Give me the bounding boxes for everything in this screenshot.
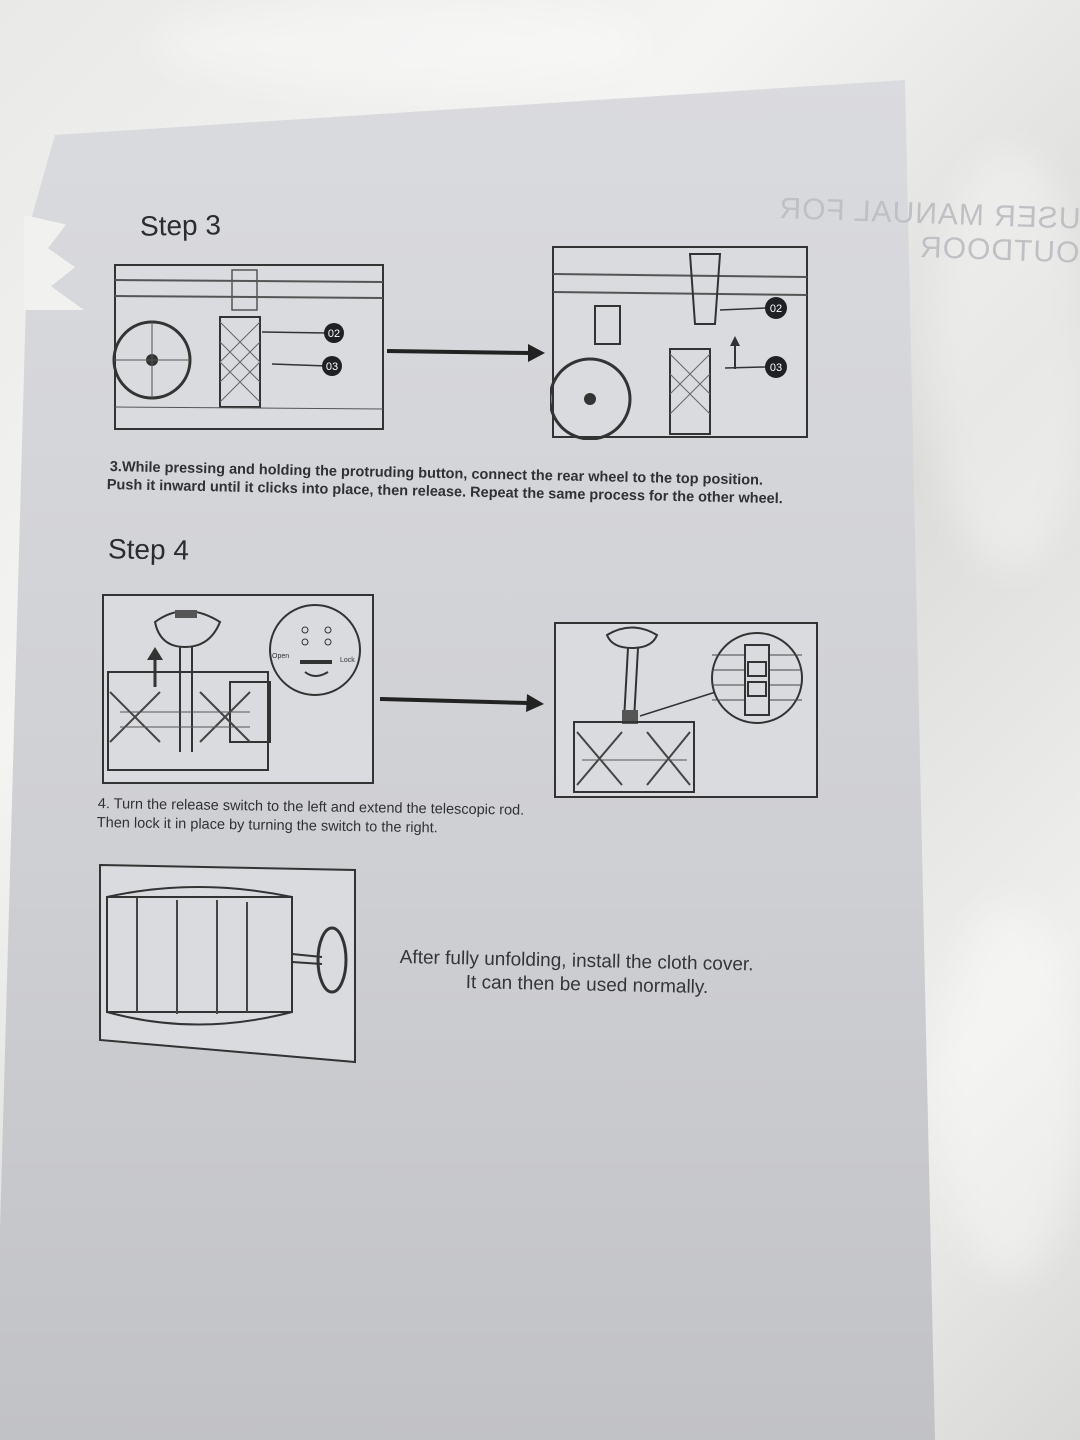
callout-02: [765, 297, 787, 319]
step3-heading: Step 3: [139, 209, 222, 242]
callout-02-label: 02: [328, 328, 340, 340]
final-note-line2: It can then be used normally.: [465, 971, 709, 999]
switch-open-label: Open: [272, 653, 289, 660]
cloth-highlight: [940, 900, 1080, 1280]
cloth-highlight: [150, 0, 650, 90]
switch-detail: [269, 604, 361, 696]
callout-02-label: 02: [770, 303, 782, 315]
step4-heading: Step 4: [107, 533, 190, 566]
handle: [316, 926, 348, 994]
cloth-highlight: [930, 150, 1080, 570]
callout-03: [322, 356, 342, 376]
step3-figure-before: 02 03: [112, 264, 384, 430]
callout-03: [765, 356, 787, 378]
step4-arrow: [379, 694, 544, 712]
callout-03-label: 03: [326, 361, 338, 373]
switch-lock-label: Lock: [340, 657, 355, 664]
step4-figure-before: Open Lock: [102, 594, 374, 784]
rear-wheel: [550, 357, 632, 440]
step3-arrow: [386, 344, 545, 362]
step4-figure-after: [554, 622, 818, 798]
unfolded-cart-figure: [99, 863, 356, 1064]
step3-figure-after: 02 03: [550, 246, 808, 440]
callout-03-label: 03: [770, 362, 782, 374]
callout-02: [324, 323, 344, 343]
